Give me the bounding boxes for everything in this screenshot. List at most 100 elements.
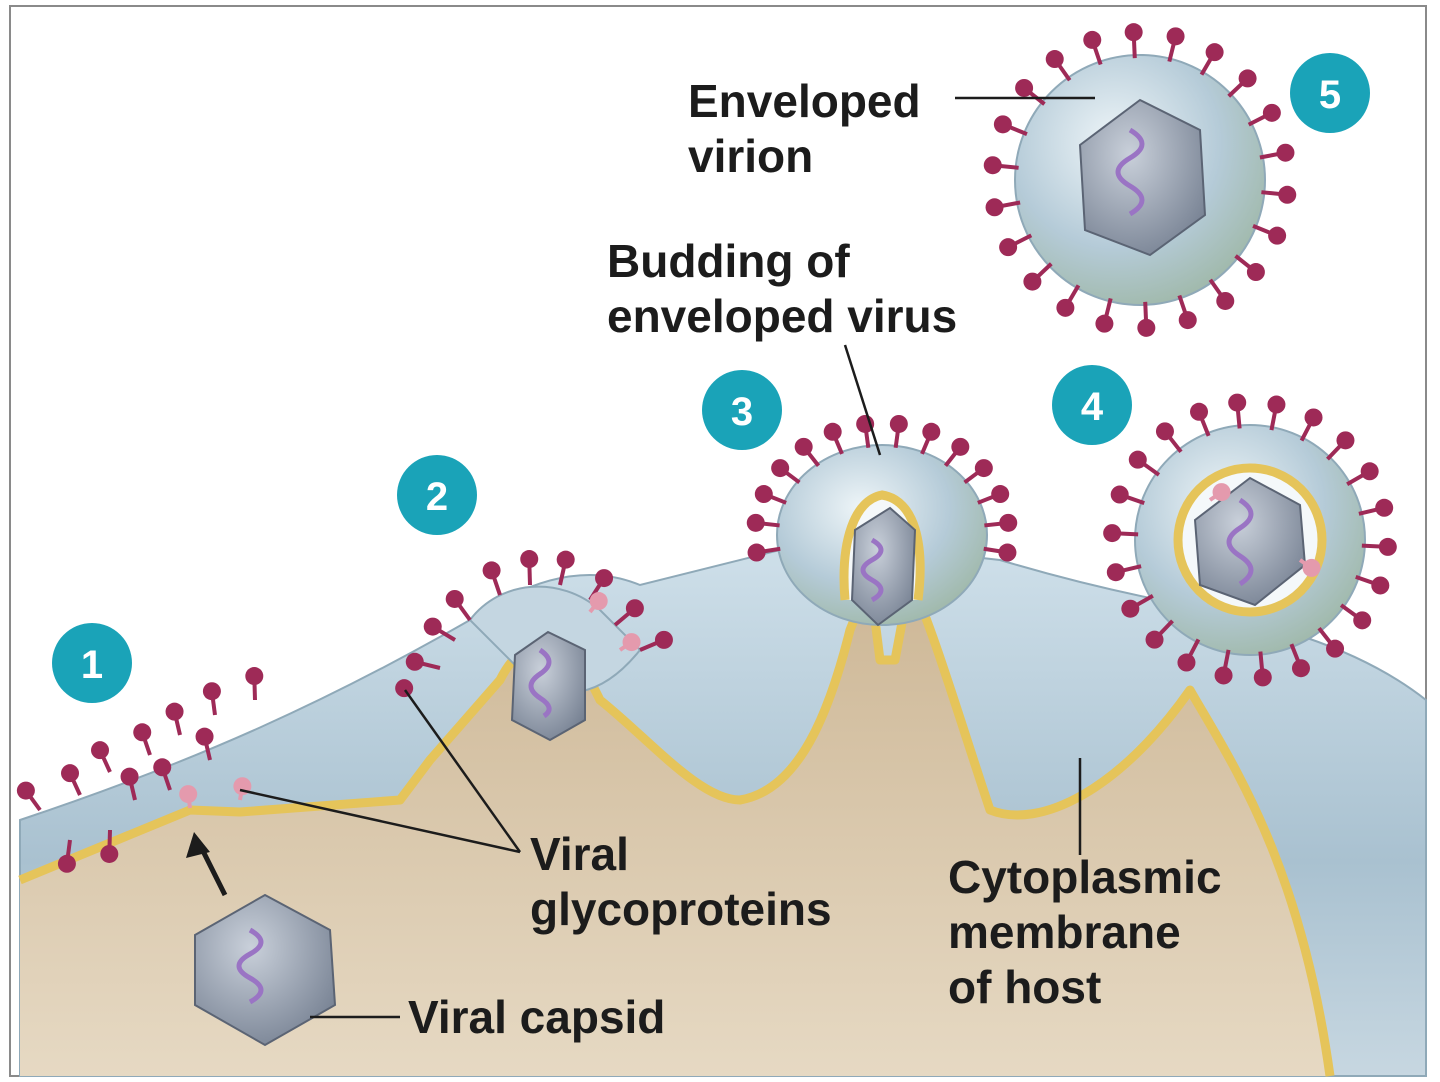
glycoprotein-head (1375, 498, 1394, 517)
capsid-arrow (186, 832, 228, 897)
cytoplasm (20, 580, 1330, 1076)
glycoprotein-head (622, 633, 641, 652)
glycoprotein-head (985, 198, 1004, 217)
glycoprotein-head (1291, 659, 1310, 678)
glycoprotein-head (1353, 611, 1372, 630)
glycoprotein-head (100, 844, 119, 863)
label-glycoproteins: Viral glycoproteins (530, 828, 832, 935)
glycoprotein-head (556, 550, 575, 569)
svg-text:membrane: membrane (948, 906, 1181, 958)
glycoprotein-head (1378, 537, 1397, 556)
glycoprotein-spikes (16, 23, 1397, 873)
glycoprotein-head (974, 459, 993, 478)
glycoprotein-head (1326, 639, 1345, 658)
glycoprotein-head (1103, 524, 1122, 543)
glycoprotein-head (771, 459, 790, 478)
glycoprotein-head (1238, 69, 1257, 88)
glycoprotein-head (1371, 576, 1390, 595)
budding-virus-step-4 (1134, 424, 1366, 656)
glycoprotein-head (120, 767, 139, 786)
glycoprotein-head (746, 513, 765, 532)
glycoprotein-head (1267, 395, 1286, 414)
glycoprotein-head (1015, 78, 1034, 97)
glycoprotein-head (1166, 27, 1185, 46)
leader-budding (843, 344, 882, 456)
svg-text:Enveloped: Enveloped (688, 75, 921, 127)
leader-glycoprotein-a (403, 689, 522, 853)
glycoprotein-head (16, 781, 35, 800)
glycoprotein-head (589, 592, 608, 611)
glycoprotein-head (179, 785, 198, 804)
glycoprotein-head (625, 599, 644, 618)
glycoprotein-head (1110, 485, 1129, 504)
glycoprotein-head (1145, 630, 1164, 649)
glycoprotein-head (1268, 226, 1287, 245)
svg-text:2: 2 (426, 475, 448, 519)
glycoprotein-head (1056, 298, 1075, 317)
glycoprotein-head (747, 543, 766, 562)
budding-virus-step-2 (468, 585, 642, 742)
glycoprotein-head (1177, 653, 1196, 672)
glycoprotein-head (1121, 599, 1140, 618)
label-enveloped-virion: Enveloped virion (688, 75, 921, 182)
glycoprotein-head (1178, 311, 1197, 330)
glycoprotein-head (794, 437, 813, 456)
glycoprotein-head (520, 550, 539, 569)
glycoprotein-head (1336, 431, 1355, 450)
glycoprotein-head (1302, 558, 1321, 577)
glycoprotein-head (1276, 143, 1295, 162)
free-viral-capsid (194, 893, 337, 1047)
glycoprotein-head (1155, 422, 1174, 441)
glycoprotein-head (91, 741, 110, 760)
glycoprotein-head (823, 422, 842, 441)
enveloped-virion-step-5 (1014, 54, 1266, 306)
glycoprotein-head (195, 727, 214, 746)
glycoprotein-head (1228, 393, 1247, 412)
svg-text:virion: virion (688, 130, 813, 182)
glycoprotein-head (1360, 462, 1379, 481)
glycoprotein-head (1095, 314, 1114, 333)
svg-text:enveloped virus: enveloped virus (607, 290, 957, 342)
svg-text:Cytoplasmic: Cytoplasmic (948, 851, 1222, 903)
glycoprotein-head (1083, 30, 1102, 49)
glycoprotein-head (153, 758, 172, 777)
glycoprotein-head (445, 589, 464, 608)
glycoprotein-head (595, 569, 614, 588)
glycoprotein-head (1253, 668, 1272, 687)
glycoprotein-head (1045, 50, 1064, 69)
glycoprotein-head (1023, 272, 1042, 291)
glycoprotein-head (889, 414, 908, 433)
glycoprotein-head (1212, 483, 1231, 502)
glycoprotein-head (1214, 666, 1233, 685)
step-badge-3: 3 (702, 370, 782, 450)
glycoprotein-head (754, 485, 773, 504)
glycoprotein-head (423, 617, 442, 636)
svg-text:1: 1 (81, 643, 103, 687)
svg-text:5: 5 (1319, 73, 1341, 117)
glycoprotein-head (1246, 263, 1265, 282)
glycoprotein-head (998, 543, 1017, 562)
glycoprotein-head (1137, 318, 1156, 337)
glycoprotein-head (133, 723, 152, 742)
svg-text:of host: of host (948, 961, 1101, 1013)
budding-virus-step-3 (776, 444, 988, 627)
glycoprotein-head (61, 764, 80, 783)
glycoprotein-head (1205, 43, 1224, 62)
glycoprotein-head (999, 238, 1018, 257)
svg-text:Viral capsid: Viral capsid (408, 991, 665, 1043)
step-badge-2: 2 (397, 455, 477, 535)
glycoprotein-head (405, 652, 424, 671)
glycoprotein-head (991, 485, 1010, 504)
glycoprotein-head (1124, 23, 1143, 42)
leader-lines (239, 96, 1095, 1019)
glycoprotein-head (1216, 291, 1235, 310)
glycoprotein-head (245, 667, 264, 686)
glycoprotein-head (654, 630, 673, 649)
glycoprotein-head (1190, 402, 1209, 421)
glycoprotein-head (1106, 563, 1125, 582)
glycoprotein-head (1128, 450, 1147, 469)
step-badge-1: 1 (52, 623, 132, 703)
glycoprotein-head (165, 702, 184, 721)
label-budding: Budding of enveloped virus (607, 235, 957, 342)
